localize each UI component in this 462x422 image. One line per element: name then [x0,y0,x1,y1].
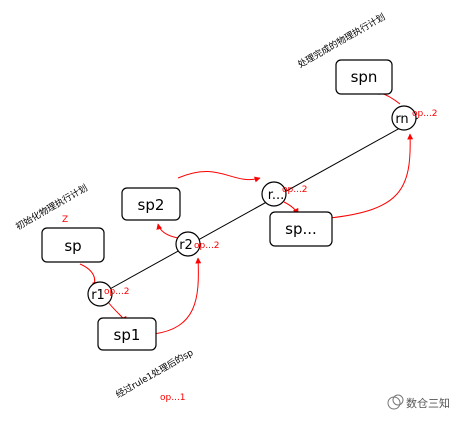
node-r1-op: op...2 [104,287,130,297]
box-sp2-label: sp2 [138,196,165,214]
node-r1-label: r1 [91,288,105,303]
box-sp1-label: sp1 [114,326,141,344]
caption-z-mark: Z [62,215,68,225]
node-rn: rn op...2 [391,105,438,131]
box-spn: spn [335,59,393,95]
node-r-dots: r... op...2 [261,181,308,207]
watermark-text: 数仓三知 [406,396,450,410]
box-sp1: sp1 [97,317,157,351]
node-rn-label: rn [395,112,408,127]
caption-after-rule1-op: op...1 [160,393,186,403]
node-r2-label: r2 [179,238,193,253]
box-sp-dots: sp... [269,211,333,247]
node-rn-op: op...2 [412,109,438,119]
node-r2: r2 op...2 [175,231,220,257]
box-sp: sp [41,227,105,263]
box-sp2: sp2 [121,187,181,221]
box-sp-dots-label: sp... [285,220,317,238]
arrow-spdots-to-rn [329,133,414,219]
arrow-sp1-to-r2 [153,257,202,335]
main-rule-line [107,117,419,291]
watermark: 数仓三知 [387,394,450,410]
arrow-r2-to-sp2 [156,223,179,239]
arrow-sp2-to-rdots [177,171,261,183]
node-r1: r1 op...2 [87,281,130,307]
box-sp-label: sp [64,237,81,255]
node-r-dots-label: r... [268,188,285,203]
box-spn-label: spn [351,68,378,86]
node-r-dots-op: op...2 [282,185,308,195]
node-r2-op: op...2 [194,241,220,251]
caption-init-plan: 初始化物理执行计划 [14,182,90,233]
